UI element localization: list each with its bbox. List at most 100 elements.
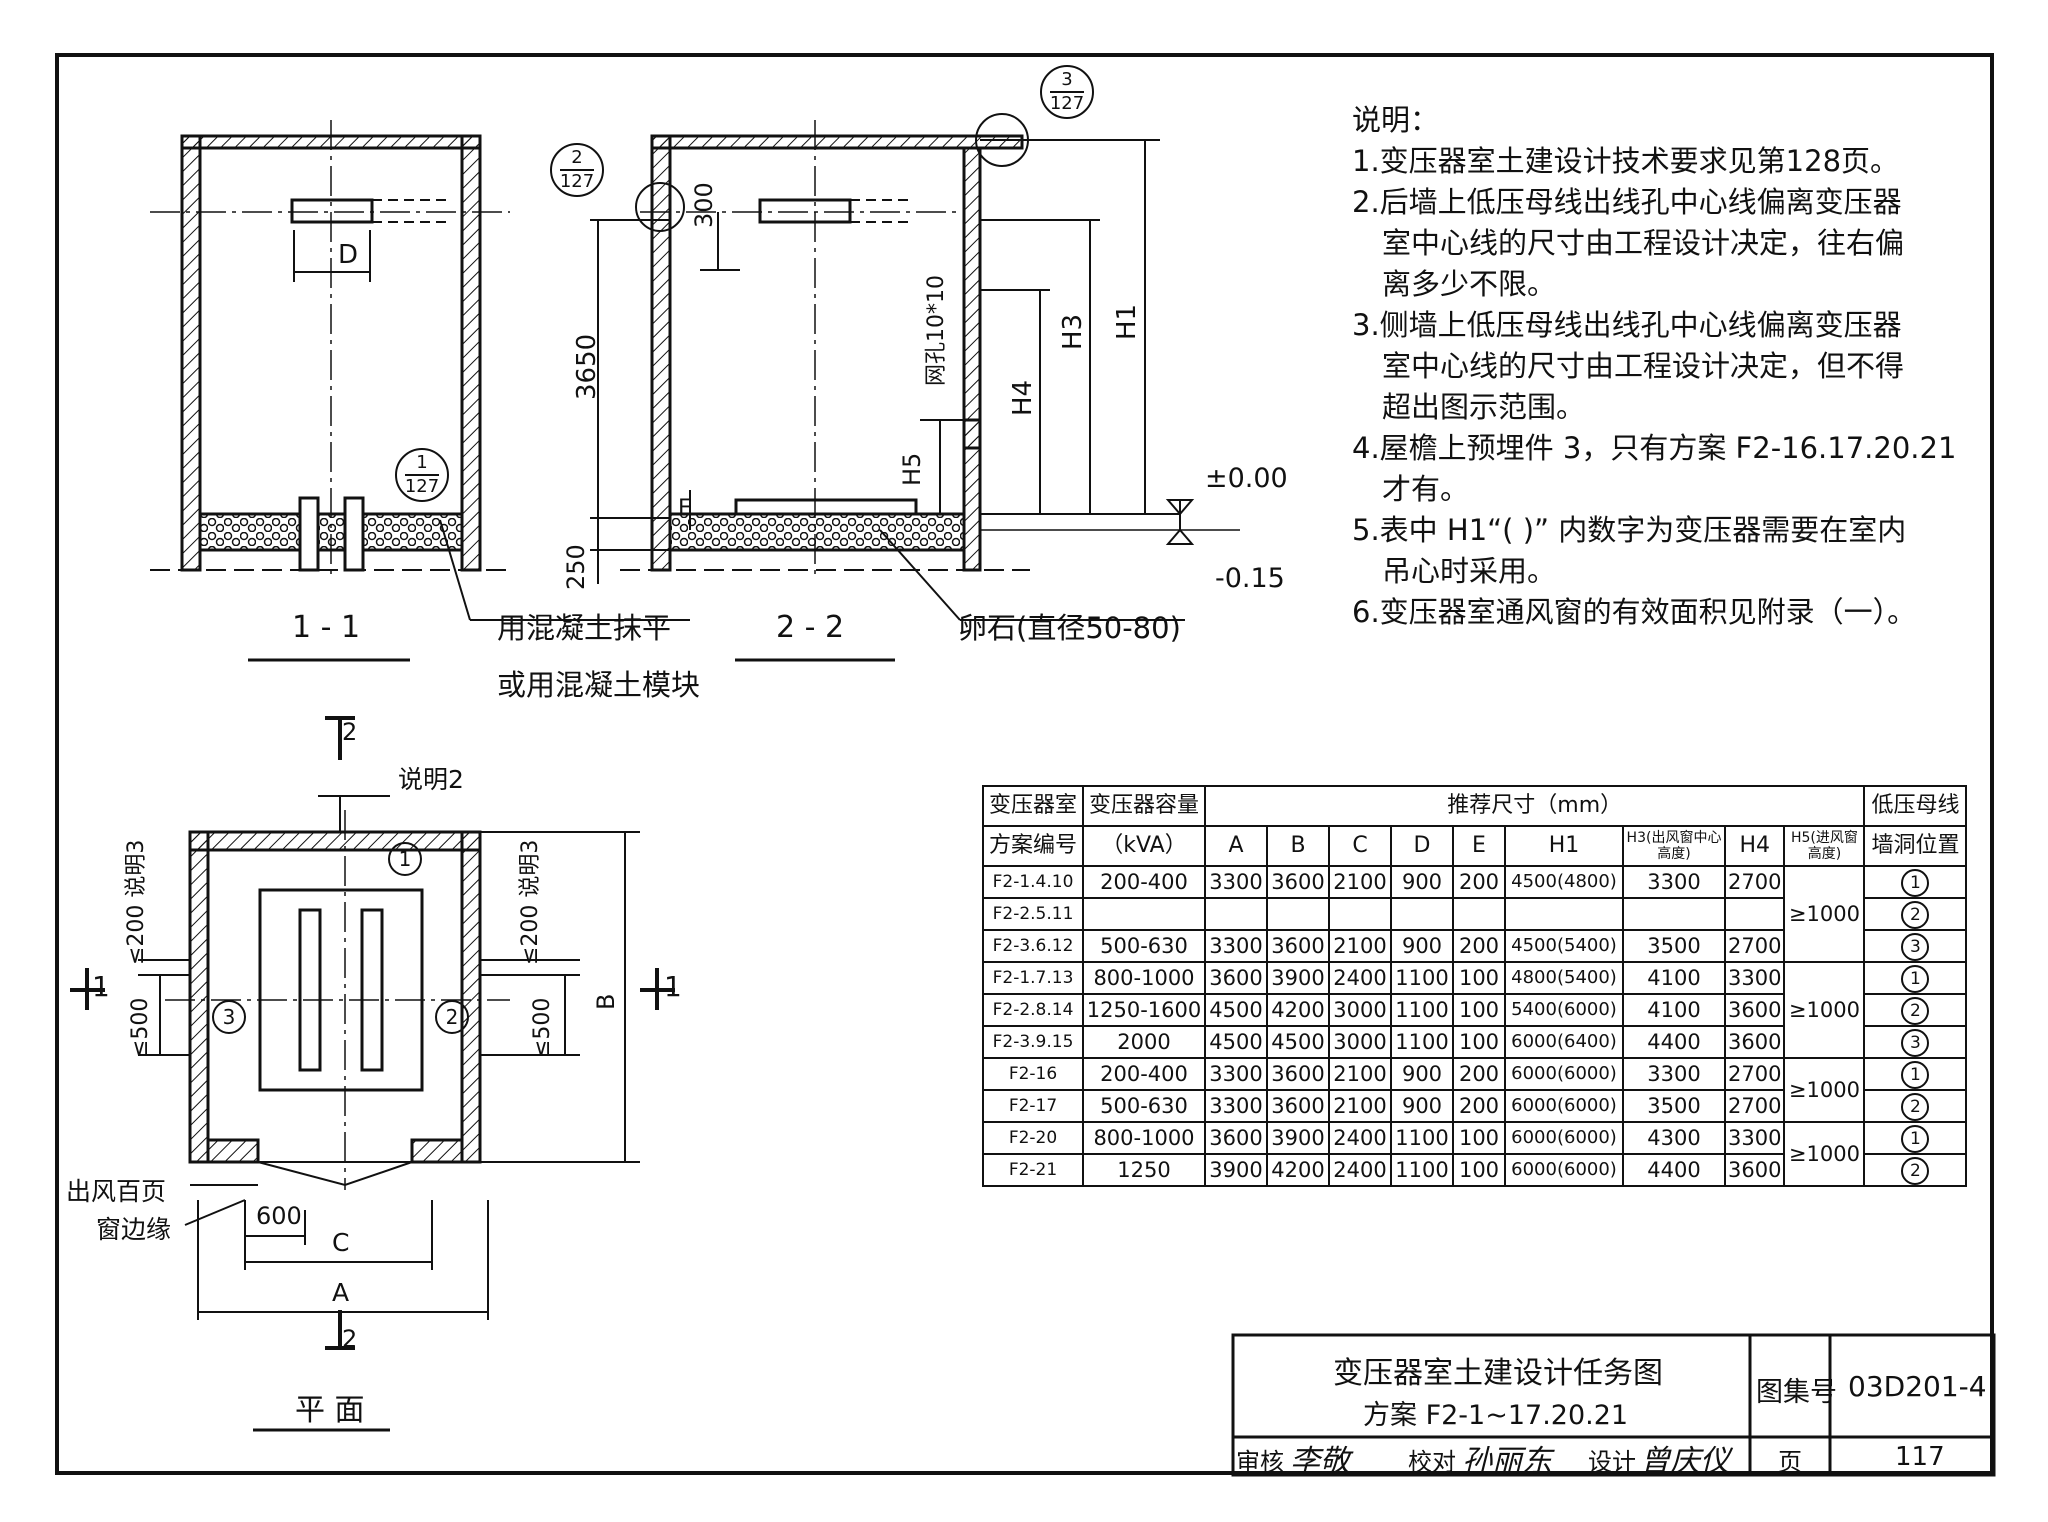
tb-atlas-no: 03D201-4 [1848, 1370, 1987, 1403]
note-line: 6.变压器室通风窗的有效面积见附录（一）。 [1352, 595, 1917, 629]
cell-position: 2 [1863, 1089, 1968, 1123]
position-marker: 1 [1901, 965, 1930, 993]
cell-position: 1 [1863, 1121, 1968, 1155]
cell-c: 2100 [1328, 929, 1392, 963]
cell-b: 3900 [1266, 1121, 1330, 1155]
dim-h1: H1 [1112, 303, 1142, 340]
cell-a: 3300 [1204, 929, 1268, 963]
cell-b: 4200 [1266, 1153, 1330, 1187]
cell-h4 [1723, 897, 1786, 931]
ref2-num: 2 [560, 147, 594, 171]
cell-h1 [1504, 897, 1624, 931]
dim-a: A [332, 1278, 350, 1307]
tb-page-label: 页 [1778, 1448, 1802, 1476]
dim-300: 300 [690, 182, 718, 228]
rail-1 [298, 496, 320, 572]
cell-e: 100 [1452, 993, 1506, 1027]
cell-e: 100 [1452, 1153, 1506, 1187]
cell-d: 900 [1390, 929, 1454, 963]
cell-h3 [1622, 897, 1726, 931]
tb-sig-check: 孙丽东 [1462, 1444, 1552, 1479]
notes-block: 说明： 1.变压器室土建设计技术要求见第128页。 2.后墙上低压母线出线孔中心… [1352, 100, 1972, 633]
cell-e: 200 [1452, 929, 1506, 963]
right-note3: ≤200 说明3 [518, 839, 543, 965]
ref-den: 127 [404, 476, 440, 497]
cell-position: 3 [1863, 929, 1968, 963]
dim-250: 250 [562, 544, 590, 590]
dim-600: 600 [256, 1202, 302, 1230]
level-minus: -0.15 [1215, 563, 1285, 594]
section-2-2-label: 2 - 2 [776, 610, 845, 645]
cell-h1: 6000(6400) [1504, 1025, 1624, 1059]
cell-position: 1 [1863, 1057, 1968, 1091]
plan-sec2-top: 2 [342, 718, 358, 746]
th-col-b: B [1266, 825, 1330, 867]
cell-h3: 3300 [1622, 865, 1726, 899]
cell-d: 900 [1390, 1057, 1454, 1091]
note-line: 室中心线的尺寸由工程设计决定，但不得 [1382, 349, 1905, 383]
cell-h1: 4500(4800) [1504, 865, 1624, 899]
note-line: 4.屋檐上预埋件 3，只有方案 F2-16.17.20.21 [1352, 431, 1957, 465]
th-col-a: A [1204, 825, 1268, 867]
section-1-1-label: 1 - 1 [292, 610, 361, 645]
spec-table: 变压器室 变压器容量 推荐尺寸（mm） 低压母线 方案编号 （kVA） A B … [982, 785, 1968, 1187]
cell-a: 3600 [1204, 961, 1268, 995]
th-col-d: D [1390, 825, 1454, 867]
cell-a: 3600 [1204, 1121, 1268, 1155]
cell-b: 3600 [1266, 1089, 1330, 1123]
th-col-e: E [1452, 825, 1506, 867]
ref2-den: 127 [559, 171, 595, 192]
tb-atlas-label: 图集号 [1756, 1377, 1837, 1408]
th-col-h4: H4 [1723, 825, 1786, 867]
cell-c: 3000 [1328, 1025, 1392, 1059]
cell-d [1390, 897, 1454, 931]
cell-h5: ≥1000 [1783, 1121, 1866, 1187]
dim-h4: H4 [1008, 379, 1038, 416]
cell-h1: 6000(6000) [1504, 1121, 1624, 1155]
cell-b: 4500 [1266, 1025, 1330, 1059]
cell-position: 2 [1863, 1153, 1968, 1187]
dim-d-label: D [338, 240, 359, 270]
cell-position: 2 [1863, 897, 1968, 931]
cell-a: 3300 [1204, 1057, 1268, 1091]
cell-cap: 500-630 [1082, 1089, 1206, 1123]
cell-h4: 2700 [1723, 929, 1786, 963]
cell-h5: ≥1000 [1783, 865, 1866, 963]
plan-sec2-bottom: 2 [342, 1325, 358, 1353]
cell-scheme: F2-2.8.14 [982, 993, 1084, 1027]
cell-h3: 4100 [1622, 993, 1726, 1027]
tb-title-2: 方案 F2-1~17.20.21 [1363, 1400, 1629, 1431]
position-marker: 3 [1901, 933, 1930, 961]
cell-h1: 6000(6000) [1504, 1089, 1624, 1123]
note-line: 室中心线的尺寸由工程设计决定，往右偏 [1382, 226, 1905, 260]
cell-scheme: F2-20 [982, 1121, 1084, 1155]
note-line: 超出图示范围。 [1382, 390, 1586, 424]
cell-cap: 1250 [1082, 1153, 1206, 1187]
cell-h4: 3300 [1723, 1121, 1786, 1155]
cell-h4: 3300 [1723, 961, 1786, 995]
ref3-den: 127 [1049, 93, 1085, 114]
th-col-h3: H3(出风窗中心高度) [1622, 825, 1726, 867]
cell-h3: 3500 [1622, 1089, 1726, 1123]
cell-h1: 5400(6000) [1504, 993, 1624, 1027]
cell-cap: 2000 [1082, 1025, 1206, 1059]
cell-a: 3900 [1204, 1153, 1268, 1187]
th-cap2: （kVA） [1082, 825, 1206, 867]
cell-d: 900 [1390, 1089, 1454, 1123]
tb-sig-review: 李敬 [1290, 1444, 1350, 1479]
position-marker: 1 [1901, 1061, 1930, 1089]
cell-scheme: F2-1.4.10 [982, 865, 1084, 899]
cell-h3: 4400 [1622, 1025, 1726, 1059]
th-scheme2: 方案编号 [982, 825, 1084, 867]
dim-b: B [592, 993, 620, 1010]
th-low1: 低压母线 [1863, 785, 1968, 827]
cell-scheme: F2-3.9.15 [982, 1025, 1084, 1059]
